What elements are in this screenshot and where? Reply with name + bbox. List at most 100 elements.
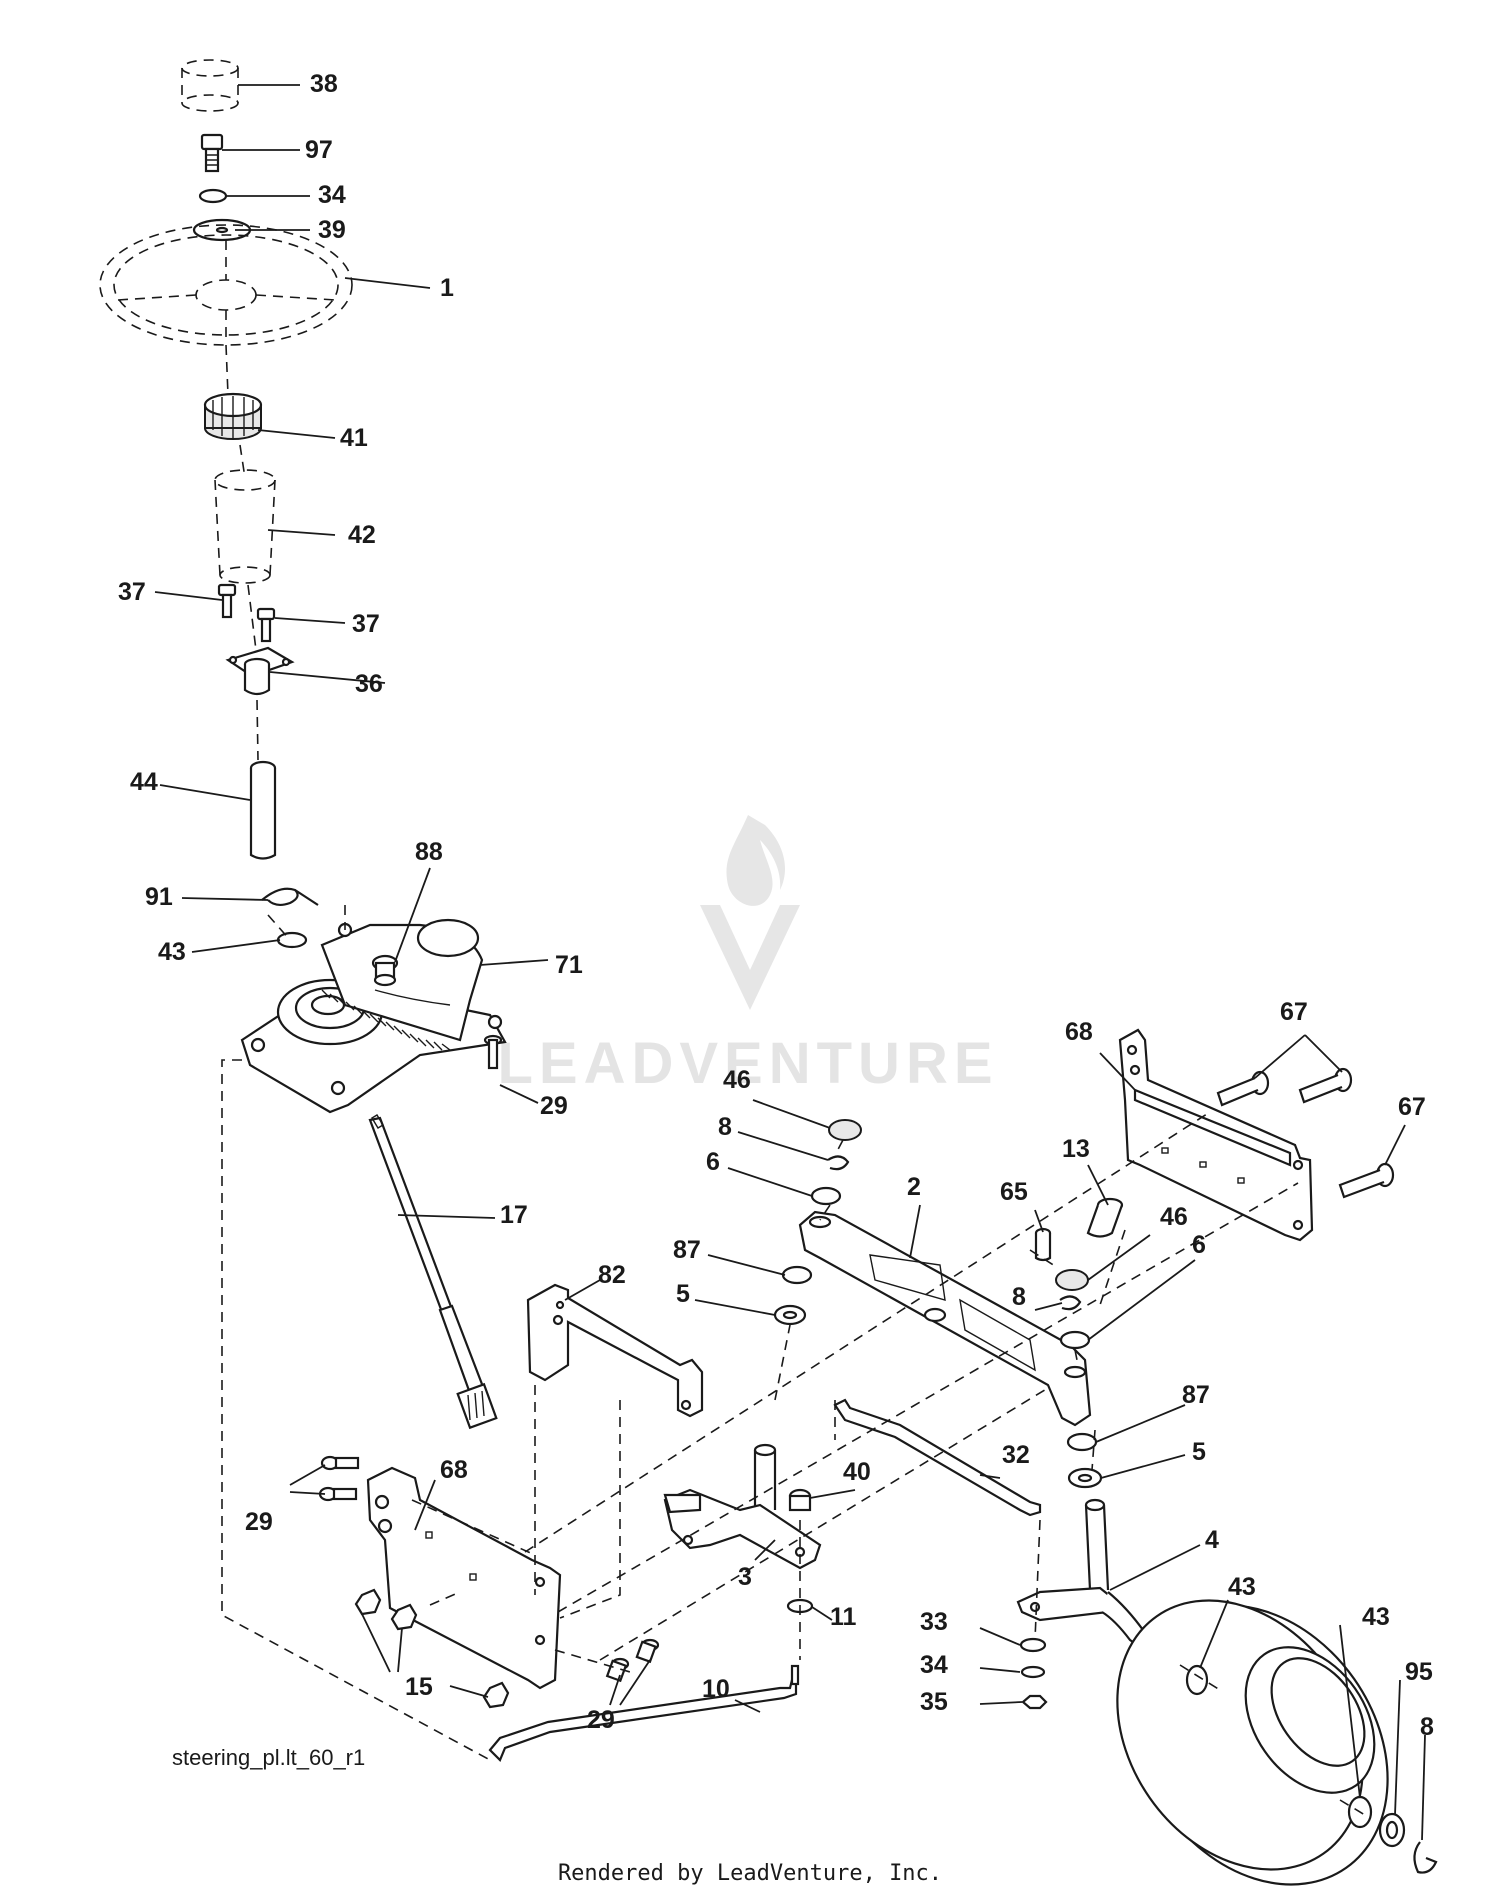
callout-43-right: 43 [1362, 1603, 1390, 1631]
callout-87-left: 87 [673, 1236, 701, 1264]
diagram-reference-label: steering_pl.lt_60_r1 [172, 1745, 365, 1770]
part-41-steering-adapter [203, 392, 263, 440]
part-1-steering-wheel [99, 224, 353, 346]
callout-39: 39 [318, 216, 346, 244]
part-35-nut [1021, 1694, 1048, 1710]
axle-parts [663, 1119, 1183, 1710]
part-40-bushing [788, 1488, 812, 1512]
part-10-drag-link [488, 1678, 798, 1762]
callout-87-right: 87 [1182, 1381, 1210, 1409]
callout-97: 97 [305, 136, 333, 164]
callout-35: 35 [920, 1688, 948, 1716]
part-6-washer-b [1059, 1330, 1091, 1350]
callout-1: 1 [440, 274, 454, 302]
callout-6-left: 6 [706, 1148, 720, 1176]
callout-41: 41 [340, 424, 368, 452]
callout-3: 3 [738, 1563, 752, 1591]
steering-gear-assembly [240, 918, 507, 1430]
callout-11: 11 [830, 1603, 857, 1631]
part-36-flange-bushing [225, 646, 295, 696]
part-46-cap-a [828, 1119, 862, 1141]
part-13-sleeve [1086, 1197, 1124, 1238]
part-33-washer [1019, 1637, 1047, 1653]
callout-34-lower: 34 [920, 1651, 948, 1679]
part-32-tie-rod [833, 1398, 1042, 1517]
part-46-cap-b [1055, 1269, 1089, 1291]
callout-8-eclip: 8 [1420, 1713, 1434, 1741]
callout-17: 17 [500, 1201, 528, 1229]
callout-6-right: 6 [1192, 1231, 1206, 1259]
part-3-spindle-left [663, 1443, 822, 1570]
callout-8-left: 8 [718, 1113, 732, 1141]
part-95-washer [1378, 1812, 1406, 1848]
callout-29-gear: 29 [540, 1092, 568, 1120]
part-8-e-clip [1413, 1841, 1438, 1874]
part-38-cap [181, 59, 239, 112]
callout-46-left: 46 [723, 1066, 751, 1094]
callout-46-right: 46 [1160, 1203, 1188, 1231]
part-5-spacer-a [773, 1304, 807, 1326]
callout-37-right: 37 [352, 610, 380, 638]
callout-88: 88 [415, 838, 443, 866]
right-side-parts [1116, 1028, 1438, 1886]
callout-32: 32 [1002, 1441, 1030, 1469]
part-97-bolt [200, 133, 224, 173]
callout-5-left: 5 [676, 1280, 690, 1308]
callout-5-right: 5 [1192, 1438, 1206, 1466]
part-44-steering-shaft [249, 760, 277, 860]
callout-95: 95 [1405, 1658, 1433, 1686]
part-6-washer-a [810, 1186, 842, 1206]
part-87-washer-b [1066, 1432, 1098, 1452]
callout-68-left: 68 [440, 1456, 468, 1484]
callout-40: 40 [843, 1458, 871, 1486]
part-88-shoulder-bolt [371, 954, 399, 987]
part-87-washer-a [781, 1265, 813, 1285]
part-5-spacer-b [1067, 1467, 1103, 1489]
part-29-bolt-gear [483, 1034, 503, 1070]
callout-13: 13 [1062, 1135, 1090, 1163]
callout-2: 2 [907, 1173, 921, 1201]
left-brackets [318, 1283, 800, 1762]
callout-44: 44 [130, 768, 158, 796]
part-68-plate-right [1118, 1028, 1314, 1242]
callout-67-top: 67 [1280, 998, 1308, 1026]
part-8-clip-a [827, 1155, 850, 1171]
callout-43-left: 43 [158, 938, 186, 966]
steering-column-parts [99, 59, 353, 949]
part-34-washer [198, 188, 228, 204]
part-67-bolts [1216, 1067, 1395, 1199]
callout-labels: 3 8 97 34 39 1 41 4 2 37 37 36 44 88 91 71… [118, 70, 1434, 1741]
callout-91: 91 [145, 883, 173, 911]
part-17-pinion-shaft [368, 1114, 498, 1430]
watermark: LEADVENTURE [497, 815, 993, 1096]
assembly-lines [221, 905, 1366, 1816]
callout-36: 36 [355, 670, 383, 698]
part-29-bolts-lower [605, 1638, 660, 1683]
part-82-bracket [526, 1283, 704, 1418]
part-37-screw-right [256, 607, 276, 643]
part-42-column-sleeve [214, 469, 276, 584]
leader-lines [154, 84, 1426, 1841]
callout-34: 34 [318, 181, 346, 209]
callout-10: 10 [702, 1675, 730, 1703]
part-34-lockwasher [1020, 1665, 1046, 1679]
callout-43-middle: 43 [1228, 1573, 1256, 1601]
callout-71: 71 [555, 951, 583, 979]
part-43-washer [276, 931, 308, 949]
callout-37-left: 37 [118, 578, 146, 606]
part-15-nuts [354, 1588, 510, 1709]
callout-4: 4 [1205, 1526, 1219, 1554]
watermark-logo-icon [700, 815, 800, 1010]
callout-67-right: 67 [1398, 1093, 1426, 1121]
part-91-hairpin-clip [261, 887, 319, 907]
part-8-clip-b [1059, 1295, 1082, 1311]
part-71-sector-gear [320, 918, 484, 1051]
callout-33: 33 [920, 1608, 948, 1636]
part-43-washer-b [1185, 1664, 1209, 1696]
part-37-screw-left [217, 583, 237, 619]
callout-82: 82 [598, 1261, 626, 1289]
part-68-plate-left [366, 1466, 562, 1690]
callout-68-right: 68 [1065, 1018, 1093, 1046]
callout-29-lower: 29 [587, 1706, 615, 1734]
